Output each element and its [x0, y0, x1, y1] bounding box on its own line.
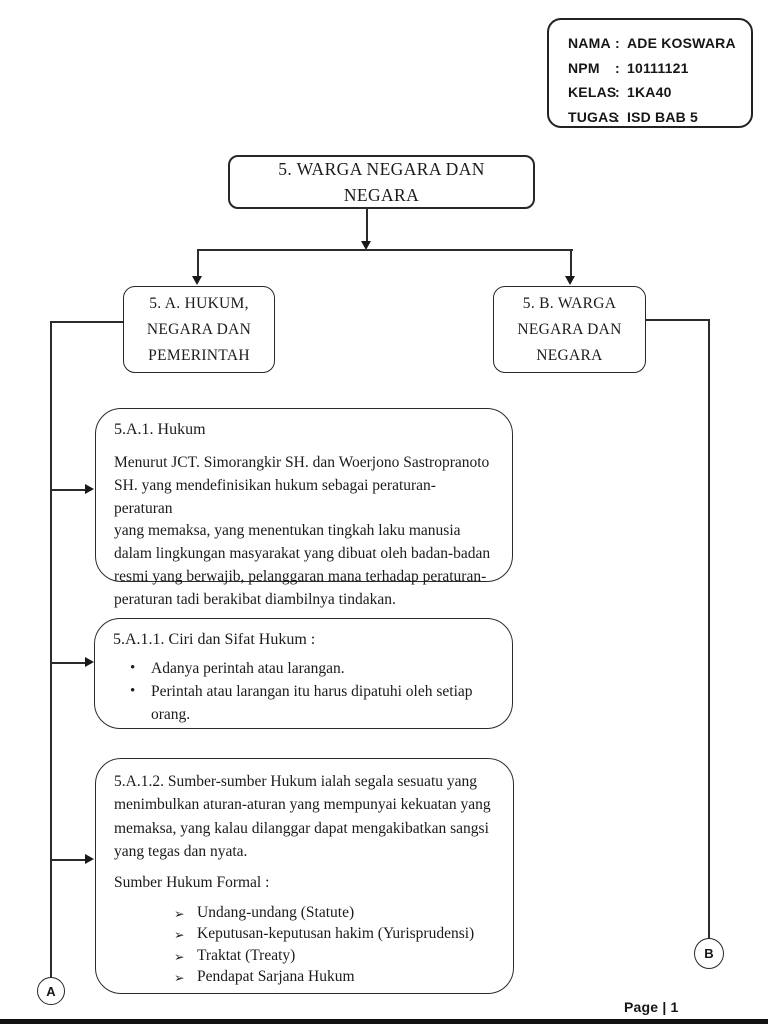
- page-number: Page | 1: [624, 999, 679, 1015]
- connector-b-label: B: [704, 946, 714, 961]
- arrow-to-box-sumber: [51, 859, 86, 861]
- info-row-kelas: KELAS:1KA40: [568, 80, 741, 105]
- list-item: ➢ Pendapat Sarjana Hukum: [174, 967, 493, 989]
- arrowhead-right-icon: [85, 854, 94, 864]
- content-box-ciri-sifat: 5.A.1.1. Ciri dan Sifat Hukum : • Adanya…: [94, 618, 513, 729]
- info-separator: :: [615, 108, 620, 125]
- info-row-tugas: TUGAS: ISD BAB 5: [568, 105, 741, 130]
- bullet-dot-icon: •: [130, 683, 136, 699]
- branch-right-title: 5. B. WARGA NEGARA DAN NEGARA: [517, 294, 622, 364]
- connector-left-drop: [197, 249, 199, 277]
- student-info-box: NAMA:ADE KOSWARA NPM:10111121 KELAS:1KA4…: [547, 18, 753, 128]
- list-item-text: Traktat (Treaty): [197, 946, 296, 964]
- list-item: ➢ Traktat (Treaty): [174, 946, 493, 968]
- info-value: 1KA40: [627, 84, 672, 100]
- info-value: 10111121: [627, 59, 689, 76]
- list-item: ➢ Keputusan-keputusan hakim (Yurispruden…: [174, 924, 493, 946]
- list-item: • Adanya perintah atau larangan.: [130, 657, 492, 680]
- list-item-text: Keputusan-keputusan hakim (Yurisprudensi…: [197, 925, 475, 943]
- box-sumber-subheading: Sumber Hukum Formal :: [114, 873, 270, 891]
- arrow-bullet-icon: ➢: [174, 928, 185, 943]
- list-item-text: Undang-undang (Statute): [197, 903, 355, 921]
- arrow-bullet-icon: ➢: [174, 971, 185, 986]
- connector-root-stem: [366, 208, 368, 242]
- rail-a-vertical: [50, 321, 52, 977]
- arrow-bullet-icon: ➢: [174, 949, 185, 964]
- rail-a-link: [51, 321, 123, 323]
- info-label: NPM: [568, 59, 600, 76]
- flowchart-node-warga-negara: 5. B. WARGA NEGARA DAN NEGARA: [493, 286, 646, 373]
- rail-b-link: [646, 319, 709, 321]
- info-row-npm: NPM:10111121: [568, 56, 741, 81]
- arrowhead-right-icon: [85, 484, 94, 494]
- info-label: TUGAS: [568, 108, 618, 125]
- arrowhead-down-icon: [565, 276, 575, 285]
- box-ciri-heading: 5.A.1.1. Ciri dan Sifat Hukum :: [113, 631, 316, 648]
- flowchart-node-hukum-negara-pemerintah: 5. A. HUKUM, NEGARA DAN PEMERINTAH: [123, 286, 275, 373]
- connector-right-drop: [570, 249, 572, 277]
- arrowhead-right-icon: [85, 657, 94, 667]
- ciri-bullet-list: • Adanya perintah atau larangan. • Perin…: [113, 657, 492, 726]
- content-box-hukum: 5.A.1. Hukum Menurut JCT. Simorangkir SH…: [95, 408, 513, 608]
- box-hukum-heading: 5.A.1. Hukum: [114, 421, 206, 438]
- arrow-to-box-ciri: [51, 662, 86, 664]
- info-label: KELAS: [568, 84, 617, 100]
- list-item: • Perintah atau larangan itu harus dipat…: [130, 680, 492, 726]
- list-item-text: Pendapat Sarjana Hukum: [197, 968, 355, 986]
- content-box-sumber-hukum: 5.A.1.2. Sumber-sumber Hukum ialah segal…: [95, 758, 514, 994]
- connector-branch-horizontal: [197, 249, 573, 251]
- rail-b-vertical: [708, 319, 710, 939]
- sumber-formal-list: ➢ Undang-undang (Statute) ➢ Keputusan-ke…: [114, 903, 493, 989]
- offpage-connector-b: B: [694, 938, 724, 969]
- arrow-to-box-hukum: [51, 489, 86, 491]
- info-separator: :: [615, 35, 620, 51]
- info-separator: :: [615, 59, 620, 76]
- info-value: ADE KOSWARA: [627, 35, 736, 51]
- arrowhead-down-icon: [192, 276, 202, 285]
- connector-a-label: A: [46, 983, 56, 999]
- info-label: NAMA: [568, 35, 611, 51]
- box-hukum-body: Menurut JCT. Simorangkir SH. dan Woerjon…: [114, 454, 491, 608]
- list-item-text: Adanya perintah atau larangan.: [151, 660, 345, 677]
- list-item-text: Perintah atau larangan itu harus dipatuh…: [151, 683, 473, 723]
- list-item: ➢ Undang-undang (Statute): [174, 903, 493, 925]
- page-bottom-edge: [0, 1019, 768, 1024]
- offpage-connector-a: A: [37, 977, 65, 1005]
- arrowhead-down-icon: [361, 241, 371, 250]
- root-node-title: 5. WARGA NEGARA DAN NEGARA: [278, 159, 485, 205]
- info-separator: :: [615, 84, 620, 100]
- box-sumber-body: 5.A.1.2. Sumber-sumber Hukum ialah segal…: [114, 773, 491, 861]
- arrow-bullet-icon: ➢: [174, 906, 185, 921]
- flowchart-root-node: 5. WARGA NEGARA DAN NEGARA: [228, 155, 535, 209]
- info-value: ISD BAB 5: [627, 108, 699, 125]
- info-row-nama: NAMA: ADE KOSWARA: [568, 31, 741, 56]
- bullet-dot-icon: •: [130, 660, 136, 676]
- branch-left-title: 5. A. HUKUM, NEGARA DAN PEMERINTAH: [146, 294, 252, 364]
